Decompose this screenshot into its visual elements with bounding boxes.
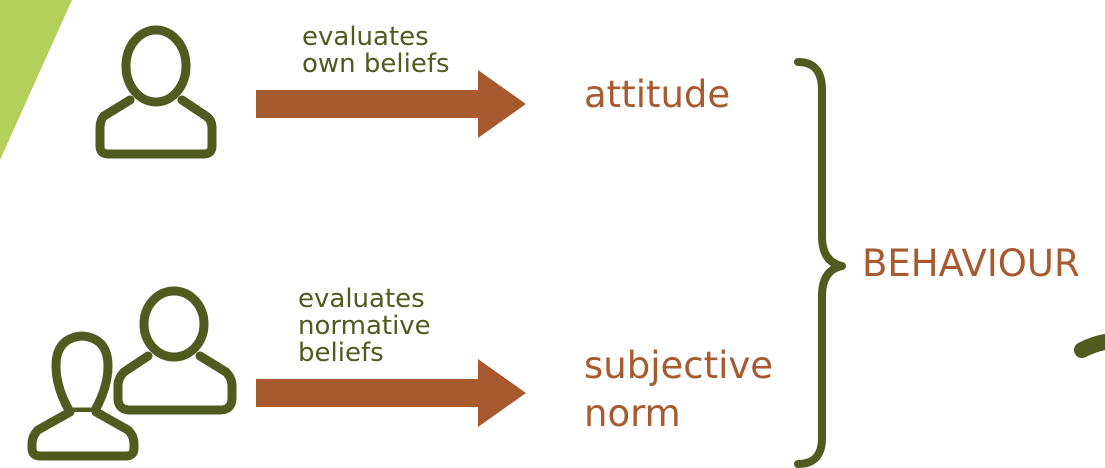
- outcome-subjective-norm: subjective norm: [584, 342, 773, 438]
- arrow-group: [256, 359, 526, 427]
- arrow-label-normative-beliefs: evaluates normative beliefs: [298, 286, 431, 367]
- curly-brace: [794, 58, 846, 468]
- arrow-label-line: own beliefs: [302, 49, 450, 79]
- arrow-individual: [256, 70, 526, 138]
- arrow-label-own-beliefs: evaluates own beliefs: [302, 24, 450, 78]
- arrow-label-line: evaluates: [298, 284, 425, 314]
- outcome-attitude: attitude: [584, 71, 730, 119]
- person-icon: [95, 25, 217, 159]
- outcome-line: norm: [584, 392, 681, 435]
- accent-stripe: [0, 0, 72, 160]
- arrow-label-line: beliefs: [298, 338, 384, 368]
- people-icon: [27, 286, 237, 461]
- outcome-line: attitude: [584, 73, 731, 116]
- arrow-label-line: evaluates: [302, 22, 429, 52]
- behaviour-label: BEHAVIOUR: [862, 242, 1080, 285]
- outcome-line: subjective: [584, 344, 774, 387]
- arrow-label-line: normative: [298, 311, 431, 341]
- cutoff-stroke: [1074, 334, 1105, 358]
